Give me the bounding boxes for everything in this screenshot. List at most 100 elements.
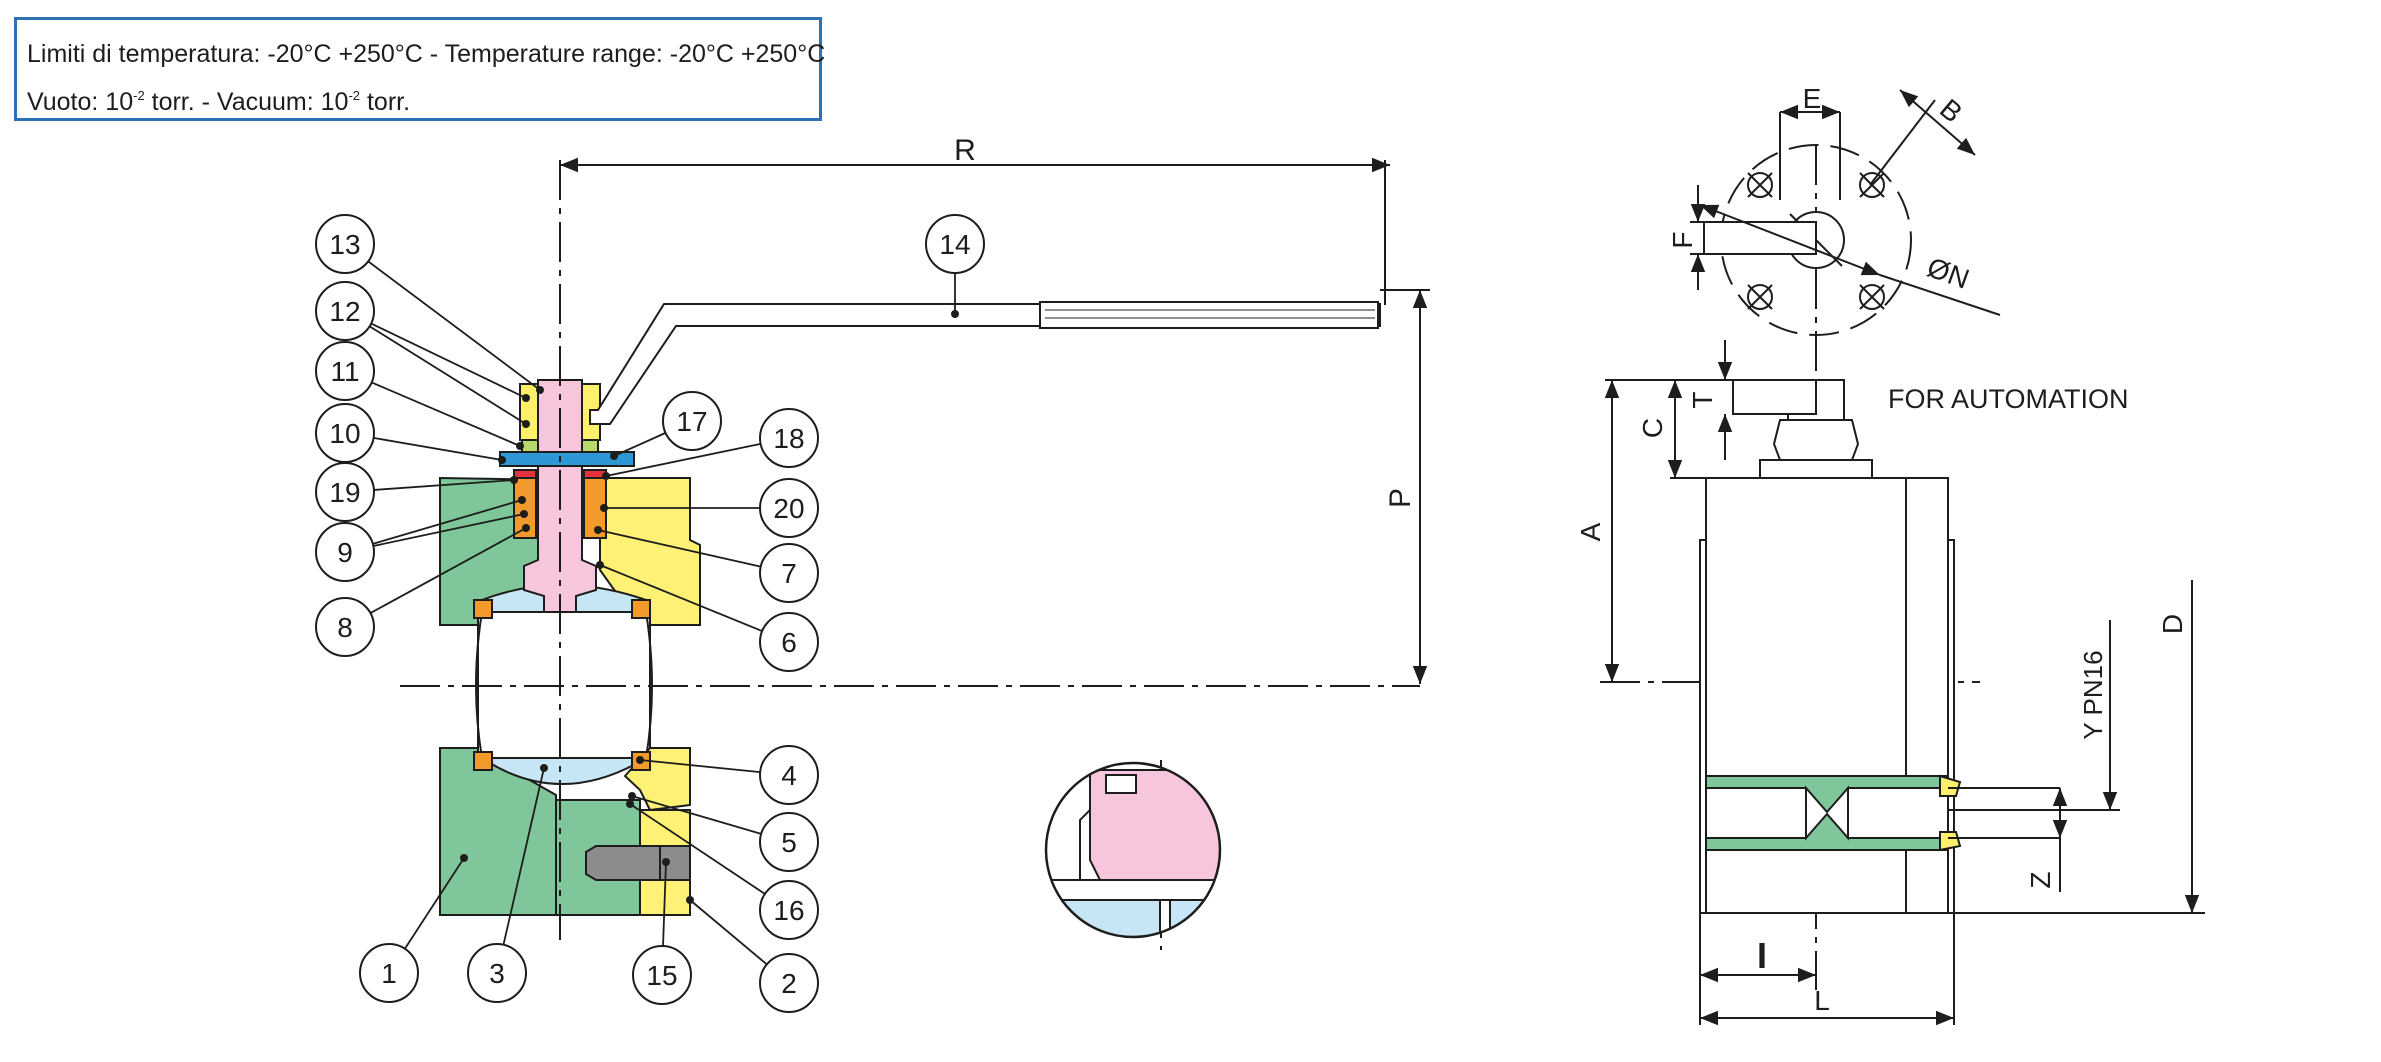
callout-1-number: 1 xyxy=(381,958,397,989)
callout-2-leader xyxy=(689,899,768,966)
callout-7-leader xyxy=(597,529,761,568)
callout-1-leader xyxy=(404,857,465,950)
automation-base xyxy=(1759,459,1873,479)
nut-left xyxy=(519,383,539,441)
callout-7-circle xyxy=(759,543,819,603)
callout-11-circle xyxy=(315,341,375,401)
callout-18-leader xyxy=(605,443,761,477)
seat-lower-left xyxy=(473,751,493,771)
dimension-R-label: R xyxy=(954,134,976,167)
dimension-D-label: D xyxy=(2157,614,2188,634)
callout-14-dot xyxy=(951,310,959,318)
dimension-Z-label: Z xyxy=(2025,871,2056,888)
callout-5-dot xyxy=(628,792,636,800)
port-left xyxy=(1705,787,1807,839)
side-end-right xyxy=(1947,539,1955,914)
callout-14-number: 14 xyxy=(939,229,970,260)
callout-6-leader xyxy=(599,564,763,632)
callout-20-dot xyxy=(600,504,608,512)
callout-5-leader xyxy=(631,795,762,835)
dimension-A-label: A xyxy=(1575,522,1606,541)
callout-2-number: 2 xyxy=(781,968,797,999)
side-end-left xyxy=(1699,539,1707,914)
callout-9-dot xyxy=(518,496,526,504)
callout-7-number: 7 xyxy=(781,558,797,589)
automation-label: FOR AUTOMATION xyxy=(1888,384,2129,414)
callout-9-leader xyxy=(372,499,523,545)
callout-15-number: 15 xyxy=(646,960,677,991)
callout-19-dot xyxy=(510,476,518,484)
handle-grip xyxy=(1039,301,1379,329)
callout-5-circle xyxy=(759,812,819,872)
callout-18-number: 18 xyxy=(773,423,804,454)
callout-9-number: 9 xyxy=(337,537,353,568)
callout-2-circle xyxy=(759,953,819,1013)
callout-1-dot xyxy=(460,854,468,862)
callout-19-leader xyxy=(373,479,515,491)
dimension-L-label: L xyxy=(1814,985,1830,1016)
bolt-holes xyxy=(1747,172,1885,310)
callout-12-leader xyxy=(369,325,527,425)
side-view xyxy=(1604,89,2205,1026)
callout-6-number: 6 xyxy=(781,627,797,658)
callout-4-circle xyxy=(759,745,819,805)
callout-7-dot xyxy=(594,526,602,534)
dimension-P-label: P xyxy=(1384,488,1417,508)
callout-8-circle xyxy=(315,597,375,657)
callout-16-circle xyxy=(759,880,819,940)
dimension-lines-section xyxy=(560,157,1430,684)
callout-16-leader xyxy=(629,803,766,895)
callout-11-dot xyxy=(516,442,524,450)
body-left-lower xyxy=(439,747,557,916)
callout-11-leader xyxy=(371,381,521,447)
callout-3-dot xyxy=(540,764,548,772)
gland-left xyxy=(521,439,539,453)
o-ring-left xyxy=(513,469,537,479)
callout-1-circle xyxy=(359,943,419,1003)
callout-15-leader xyxy=(662,861,667,947)
callout-8-number: 8 xyxy=(337,612,353,643)
callout-9-leader xyxy=(373,513,525,547)
automation-nut xyxy=(1772,419,1860,461)
callout-10-leader xyxy=(373,437,503,461)
callout-2-dot xyxy=(686,896,694,904)
gland-right xyxy=(581,439,599,453)
callout-12-circle xyxy=(315,281,375,341)
detail-view xyxy=(1044,761,1222,939)
callout-3-circle xyxy=(467,943,527,1003)
callout-4-number: 4 xyxy=(781,760,797,791)
callout-18-dot xyxy=(602,472,610,480)
stem-flat xyxy=(1703,221,1817,255)
callout-13-number: 13 xyxy=(329,229,360,260)
callout-18-circle xyxy=(759,408,819,468)
callout-12-leader xyxy=(370,322,527,399)
seat-upper-left xyxy=(473,599,493,619)
callout-19-circle xyxy=(315,462,375,522)
valve-section-view xyxy=(439,301,1381,916)
callout-10-dot xyxy=(498,456,506,464)
callout-20-number: 20 xyxy=(773,493,804,524)
callout-8-leader xyxy=(370,527,527,614)
callout-13-circle xyxy=(315,214,375,274)
dimension-N-label: ØN xyxy=(1923,251,1973,294)
callout-6-dot xyxy=(596,561,604,569)
callout-12-dot xyxy=(522,420,530,428)
callout-12-dot xyxy=(522,394,530,402)
callout-5-number: 5 xyxy=(781,827,797,858)
dimension-C-label: C xyxy=(1637,418,1668,438)
callout-3-leader xyxy=(502,767,545,945)
callout-16-dot xyxy=(626,800,634,808)
seat-upper-right xyxy=(631,599,651,619)
callout-15-circle xyxy=(632,945,692,1005)
dimension-I-label: I xyxy=(1757,935,1767,976)
port-end-yellow-right xyxy=(1939,774,1962,797)
dimension-F-label: F xyxy=(1667,231,1698,248)
callout-10-number: 10 xyxy=(329,418,360,449)
callout-3-number: 3 xyxy=(489,958,505,989)
callout-11-number: 11 xyxy=(330,356,359,387)
specification-note: Limiti di temperatura: -20°C +250°C - Te… xyxy=(14,17,825,121)
dimension-E-label: E xyxy=(1803,83,1822,114)
callout-19-number: 19 xyxy=(329,477,360,508)
